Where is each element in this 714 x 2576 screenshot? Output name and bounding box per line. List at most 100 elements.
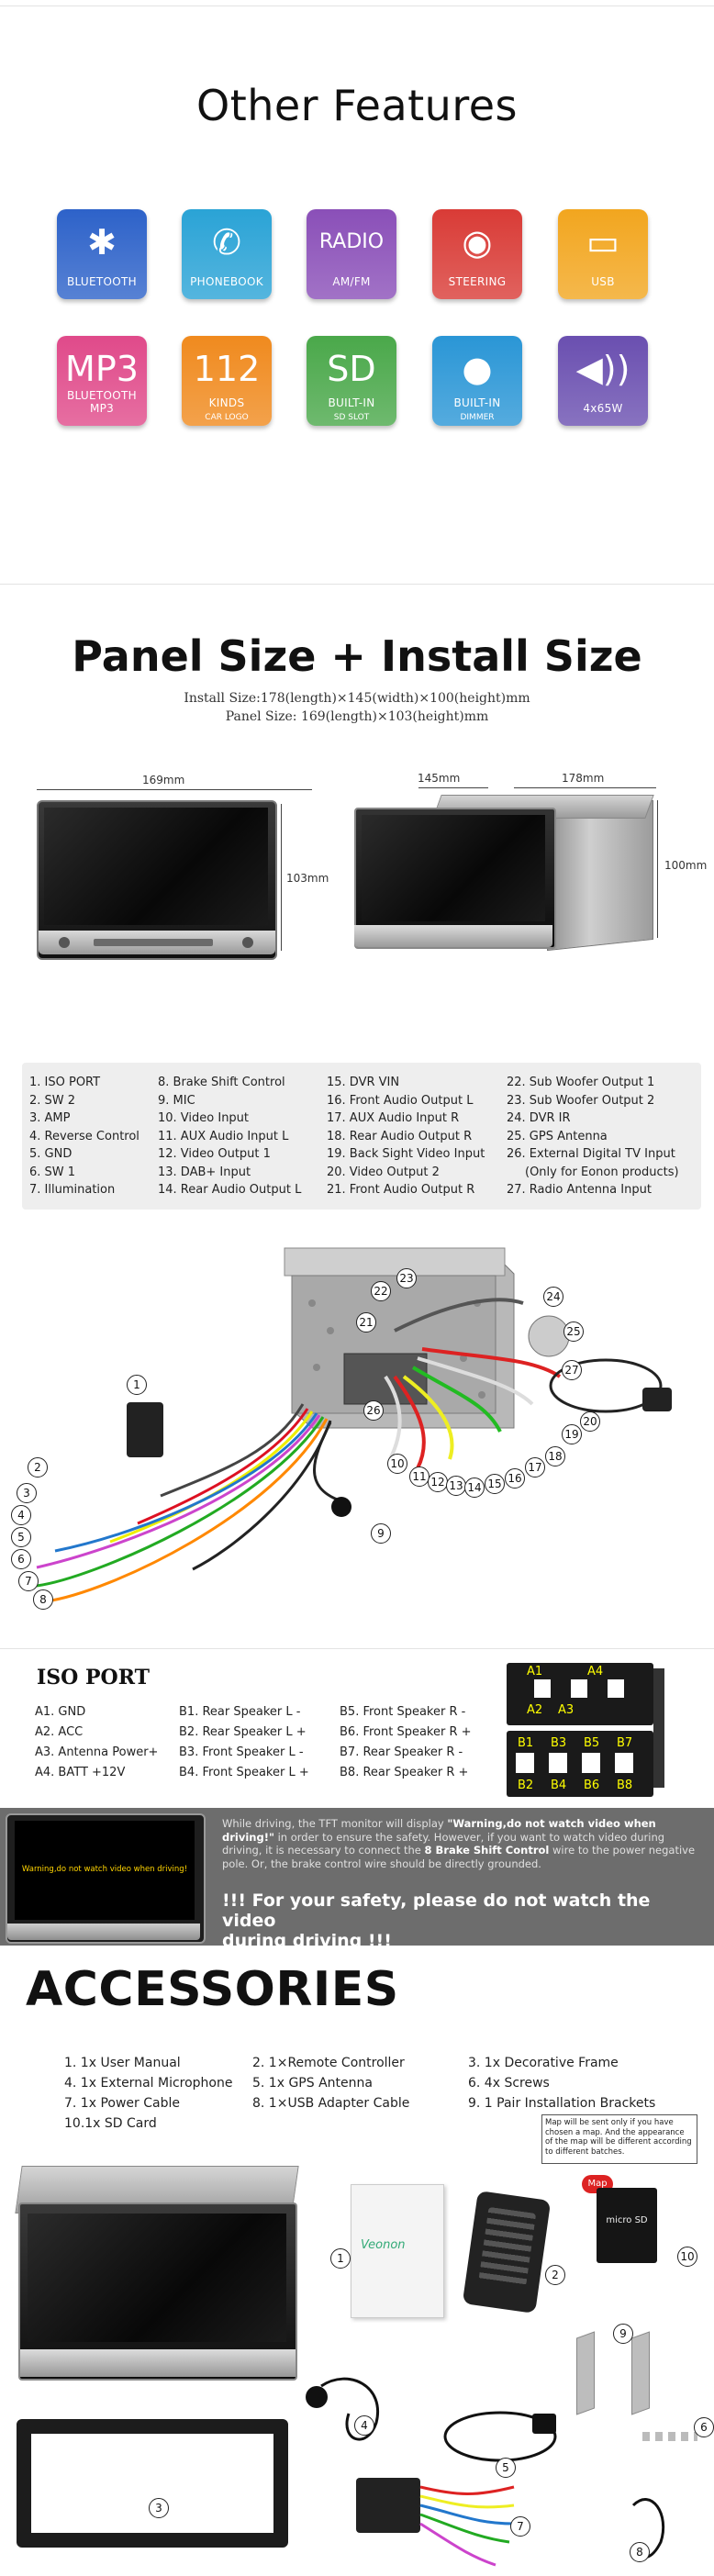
callout-number: 6 <box>11 1549 31 1569</box>
connector-pin-label: B8 <box>617 1779 633 1792</box>
port-list-item: 23. Sub Woofer Output 2 <box>507 1093 655 1108</box>
connector-pin-label: B2 <box>518 1779 534 1792</box>
accessory-callout-number: 8 <box>630 2542 650 2562</box>
callout-number: 15 <box>485 1474 505 1494</box>
map-note: Map will be sent only if you have chosen… <box>541 2114 697 2164</box>
callout-number: 24 <box>543 1287 563 1307</box>
connector-pin-label: B4 <box>551 1779 567 1792</box>
steering-feature-tile: ◉STEERING <box>432 209 522 299</box>
callout-number: 20 <box>580 1411 600 1432</box>
section-divider <box>0 1648 714 1649</box>
connector-pin-label: B1 <box>518 1736 534 1750</box>
features-title: Other Features <box>195 81 519 130</box>
sd-card-icon: SD <box>327 349 376 389</box>
iso-pin-label: B6. Front Speaker R + <box>340 1725 472 1739</box>
feature-caption: BUILT-IN <box>328 396 375 409</box>
callout-number: 16 <box>505 1468 525 1489</box>
port-list-item: 24. DVR IR <box>507 1111 571 1125</box>
panel-size-title: Panel Size + Install Size <box>72 631 642 681</box>
callout-number: 18 <box>545 1446 565 1466</box>
front-height-line <box>281 804 282 951</box>
iso-pin-label: A2. ACC <box>35 1725 84 1739</box>
accessory-callout-number: 10 <box>677 2247 697 2267</box>
feature-caption: BLUETOOTH <box>67 275 137 288</box>
iso-pin-label: B8. Rear Speaker R + <box>340 1766 469 1779</box>
port-list-item: 11. AUX Audio Input L <box>158 1129 289 1143</box>
port-list-item: 2. SW 2 <box>29 1093 76 1108</box>
depth-line <box>418 787 488 788</box>
accessory-item: 2. 1×Remote Controller <box>252 2056 405 2070</box>
iso-pin-label: B4. Front Speaker L + <box>179 1766 309 1779</box>
accessory-item: 4. 1x External Microphone <box>64 2076 233 2091</box>
accessory-item: 9. 1 Pair Installation Brackets <box>468 2096 656 2111</box>
accessory-cables-drawing <box>306 2377 665 2567</box>
connector-pin-label: B6 <box>584 1779 600 1792</box>
feature-caption: KINDS <box>208 396 245 409</box>
body-width-label: 178mm <box>562 772 605 785</box>
accessories-photo: Veonon Map will be sent only if you have… <box>0 2111 714 2576</box>
callout-number: 12 <box>428 1472 448 1492</box>
radio-screen <box>44 808 268 925</box>
callout-number: 8 <box>33 1589 53 1610</box>
connector-pin-label: B7 <box>617 1736 633 1750</box>
phone-feature-tile: ✆PHONEBOOK <box>182 209 272 299</box>
feature-caption: USB <box>591 275 615 288</box>
connector-pin-label: A4 <box>587 1665 604 1678</box>
port-list-item: 27. Radio Antenna Input <box>507 1183 652 1197</box>
port-list-item: 1. ISO PORT <box>29 1076 101 1089</box>
install-size-text: Install Size:178(length)×145(width)×100(… <box>184 691 530 706</box>
iso-pin-label: B1. Rear Speaker L - <box>179 1705 301 1719</box>
feature-caption: BUILT-IN <box>453 396 501 409</box>
iso-pin-label: B3. Front Speaker L - <box>179 1745 304 1759</box>
callout-number: 17 <box>525 1457 545 1478</box>
port-list-item: 3. AMP <box>29 1111 71 1125</box>
warning-screen-text: Warning,do not watch video when driving! <box>21 1865 188 1874</box>
speaker-icon: ◀)) <box>575 349 630 389</box>
callout-number: 9 <box>371 1523 391 1544</box>
iso-pin-label: A4. BATT +12V <box>35 1766 126 1779</box>
port-list-item: 9. MIC <box>158 1093 195 1108</box>
callout-number: 13 <box>446 1476 466 1496</box>
port-list-item: (Only for Eonon products) <box>525 1165 679 1179</box>
port-list-item: 8. Brake Shift Control <box>158 1076 285 1089</box>
speaker-feature-tile: ◀)) 4x65W <box>558 336 648 426</box>
accessory-item: 5. 1x GPS Antenna <box>252 2076 373 2091</box>
accessory-callout-number: 3 <box>149 2498 169 2518</box>
radio-front-view <box>37 800 277 960</box>
port-list-item: 13. DAB+ Input <box>158 1165 251 1179</box>
connector-pin-label: A2 <box>527 1703 543 1717</box>
port-list-item: 19. Back Sight Video Input <box>327 1147 485 1161</box>
callout-number: 23 <box>396 1268 417 1288</box>
port-list-item: 6. SW 1 <box>29 1165 76 1179</box>
port-list-item: 25. GPS Antenna <box>507 1129 608 1143</box>
front-width-line <box>37 789 312 790</box>
iso-pin-label: B5. Front Speaker R - <box>340 1705 466 1719</box>
bulb-icon: ● <box>462 349 493 389</box>
iso-col-b-left: B1. Rear Speaker L -B2. Rear Speaker L +… <box>179 1702 309 1783</box>
port-list-item: 12. Video Output 1 <box>158 1147 271 1161</box>
feature-caption: 4x65W <box>583 402 623 415</box>
feature-caption: AM/FM <box>332 275 371 288</box>
callout-number: 7 <box>18 1571 39 1591</box>
wiring-drawing <box>36 1247 672 1603</box>
safety-warning: !!! For your safety, please do not watch… <box>222 1890 651 1951</box>
accessory-callout-number: 5 <box>496 2458 516 2478</box>
callout-number: 2 <box>28 1457 48 1478</box>
accessory-item: 10.1x SD Card <box>64 2116 157 2131</box>
body-height-line <box>657 800 658 938</box>
port-list-item: 17. AUX Audio Input R <box>327 1111 460 1125</box>
usb-icon: ▭ <box>586 222 619 262</box>
callout-number: 14 <box>464 1478 485 1498</box>
warning-radio-image: Warning,do not watch video when driving! <box>6 1813 206 1944</box>
car-logo-icon: 112 <box>193 349 261 389</box>
port-list-item: 15. DVR VIN <box>327 1076 400 1089</box>
callout-number: 4 <box>11 1505 31 1525</box>
feature-caption: STEERING <box>448 275 507 288</box>
